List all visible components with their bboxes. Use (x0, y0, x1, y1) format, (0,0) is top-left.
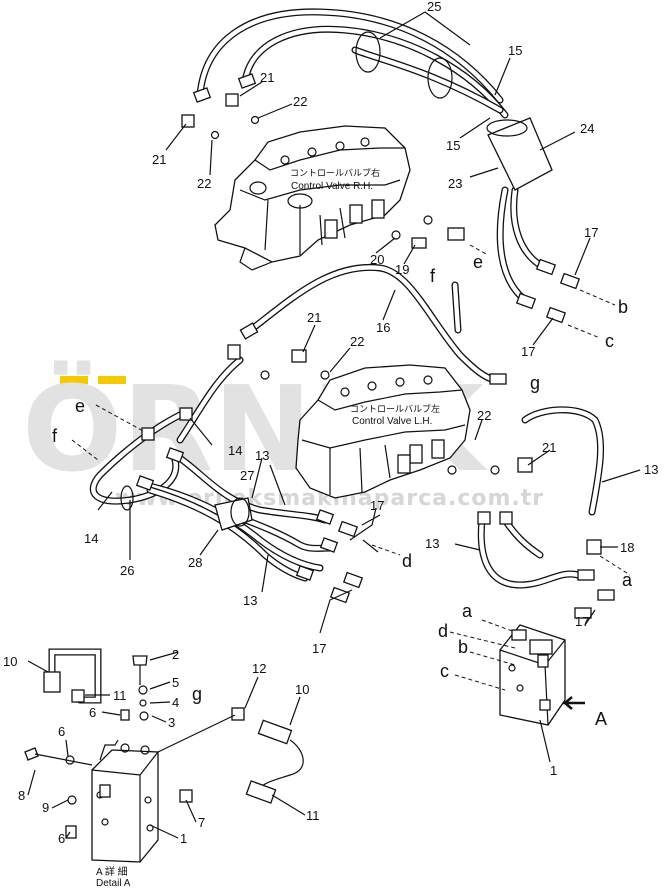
detail-jp-caption: A 詳 細 (96, 865, 128, 878)
view-label-a: A (595, 709, 607, 729)
part-label-26: 26 (120, 563, 134, 578)
port-label-d-block: d (438, 621, 448, 641)
part-label-18: 18 (620, 540, 634, 555)
part-label-13-mid: 13 (255, 448, 269, 463)
part-label-22-right: 22 (477, 408, 491, 423)
part-label-22-left: 22 (197, 176, 211, 191)
part-label-21-mid: 21 (307, 310, 321, 325)
port-label-f-left: f (52, 426, 58, 446)
part-label-13-lower: 13 (425, 536, 439, 551)
part-label-7: 7 (198, 815, 205, 830)
part-label-14-left: 14 (84, 531, 98, 546)
part-label-23: 23 (448, 176, 462, 191)
part-label-6-top: 6 (89, 705, 96, 720)
part-label-17-center: 17 (370, 498, 384, 513)
part-label-19: 19 (395, 262, 409, 277)
part-label-9: 9 (42, 800, 49, 815)
leader-lines (27, 11, 641, 839)
port-label-a-right: a (622, 570, 633, 590)
part-label-1-right: 1 (550, 763, 557, 778)
part-label-22-top: 22 (293, 94, 307, 109)
part-label-6-bottom: 6 (58, 831, 65, 846)
part-label-28: 28 (188, 555, 202, 570)
clamp-28 (214, 497, 253, 531)
part-label-25: 25 (427, 0, 441, 14)
valve-rh-jp-label: コントロールバルブ右 (290, 167, 380, 178)
part-label-11-right: 11 (306, 808, 320, 823)
port-label-a-block: a (462, 601, 473, 621)
part-label-21-left: 21 (152, 152, 166, 167)
watermark-accent-2 (98, 376, 126, 384)
control-valve-lh: コントロールバルブ左 Control Valve L.H. (295, 364, 471, 499)
port-label-e-left: e (75, 396, 85, 416)
port-label-g-top: g (530, 373, 540, 393)
valve-rh-en-label: Control Valve R.H. (291, 181, 373, 192)
part-label-4: 4 (172, 695, 179, 710)
part-label-6-mid: 6 (58, 724, 65, 739)
port-label-b-block: b (458, 637, 468, 657)
port-label-b-top: b (618, 297, 628, 317)
control-valve-rh: コントロールバルブ右 Control Valve R.H. (214, 125, 411, 271)
port-arrows (71, 244, 631, 691)
detail-en-caption: Detail A (96, 878, 131, 888)
port-label-d-mid: d (402, 551, 412, 571)
watermark-accent (60, 376, 88, 384)
part-label-5: 5 (172, 675, 179, 690)
part-label-22-mid: 22 (350, 334, 364, 349)
detail-a-assembly (24, 648, 304, 863)
block-assembly-1 (499, 624, 585, 726)
part-label-11-left: 11 (113, 688, 127, 703)
part-label-20: 20 (370, 252, 384, 267)
clamps (120, 31, 553, 531)
part-label-8: 8 (18, 788, 25, 803)
hoses (89, 8, 605, 589)
part-label-17-bottom: 17 (312, 641, 326, 656)
port-label-e-top: e (473, 252, 483, 272)
part-label-21-top: 21 (260, 70, 274, 85)
part-label-17-mid: 17 (521, 344, 535, 359)
valve-lh-en-label: Control Valve L.H. (352, 416, 432, 427)
part-label-17-top: 17 (584, 225, 598, 240)
part-label-10-right: 10 (295, 682, 309, 697)
part-label-27: 27 (240, 468, 254, 483)
part-label-15-top: 15 (508, 43, 522, 58)
part-label-2: 2 (172, 647, 179, 662)
fittings (135, 73, 615, 619)
part-labels: 25 15 15 24 23 21 22 21 22 20 19 17 17 1… (3, 0, 658, 846)
port-label-g-detail: g (192, 684, 202, 704)
part-label-17-right: 17 (575, 614, 589, 629)
part-label-16: 16 (376, 320, 390, 335)
port-label-c-block: c (440, 661, 449, 681)
part-label-13-right: 13 (644, 462, 658, 477)
part-label-21-right: 21 (542, 440, 556, 455)
part-label-14-mid: 14 (228, 443, 242, 458)
port-label-c-top: c (605, 331, 614, 351)
port-label-f-top: f (430, 266, 436, 286)
part-label-10-left: 10 (3, 654, 17, 669)
port-labels: b c e f g e f d a a d b c g A (52, 252, 633, 729)
part-label-24: 24 (580, 121, 594, 136)
part-label-1-detail: 1 (180, 831, 187, 846)
part-label-12: 12 (252, 661, 266, 676)
part-label-13-bundle: 13 (243, 593, 257, 608)
part-label-3: 3 (168, 715, 175, 730)
protector-23 (487, 117, 553, 191)
part-label-15: 15 (446, 138, 460, 153)
valve-lh-jp-label: コントロールバルブ左 (350, 403, 440, 414)
